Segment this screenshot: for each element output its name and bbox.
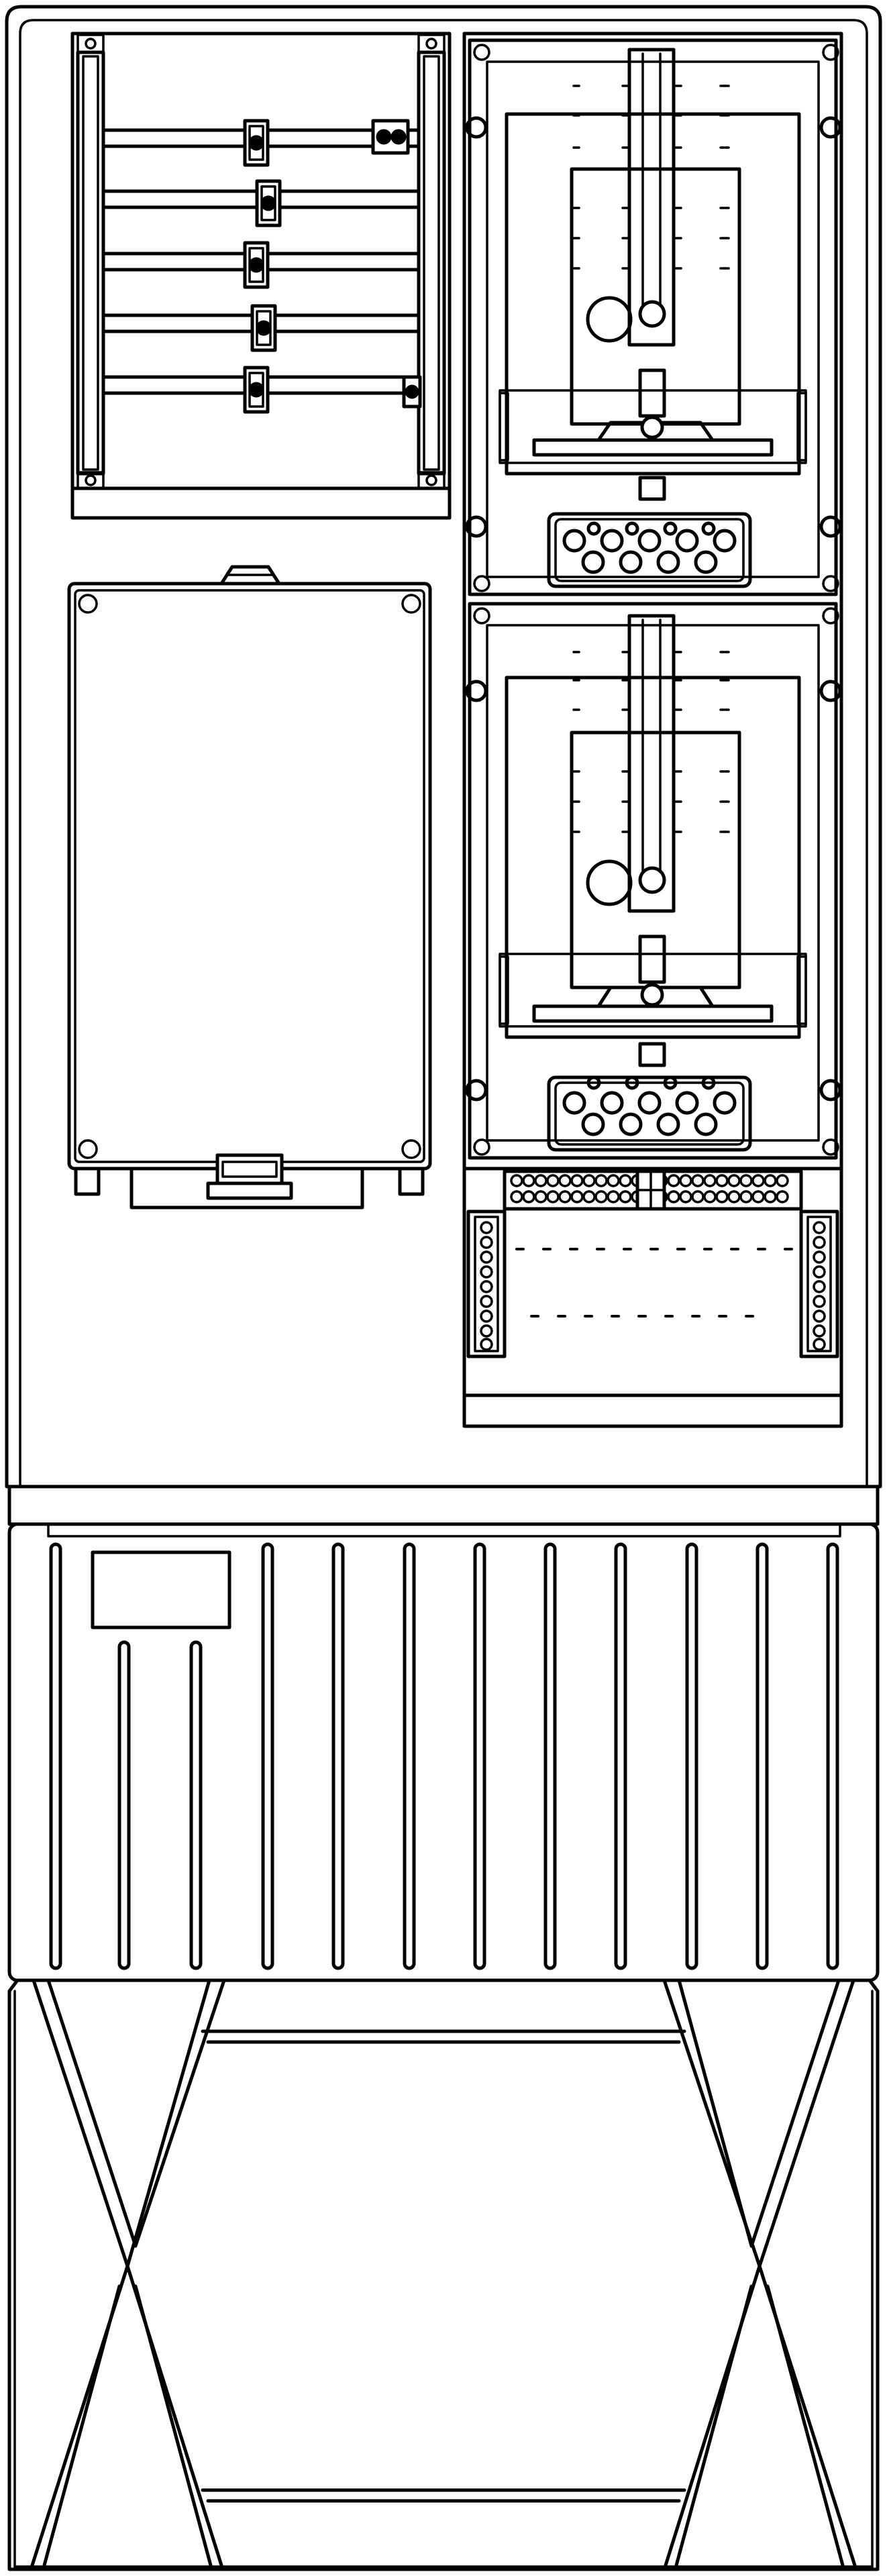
meter-terminal-block [547, 512, 752, 588]
cabinet-base-section [7, 1485, 880, 1982]
ventilation-slots [49, 1542, 839, 1970]
meter-field-frame [462, 32, 843, 1428]
terminal-strip-field [462, 1167, 843, 1397]
meter-panel-upper [465, 38, 842, 596]
meter-terminal-block [547, 1075, 752, 1152]
cabinet-plinth [7, 1978, 880, 2571]
apparatus-enclosure-box [67, 565, 432, 1210]
busbar-distribution-panel [70, 32, 452, 520]
meter-panel-lower [465, 602, 842, 1160]
cross-brace-left [30, 1978, 226, 2567]
terminal-column-right [799, 1210, 839, 1358]
terminal-column-left [466, 1210, 507, 1358]
cross-brace-right [662, 1978, 857, 2567]
terminal-strip-top [510, 1169, 789, 1211]
bus-bar-clamps [243, 119, 422, 414]
label-plate [91, 1550, 231, 1629]
